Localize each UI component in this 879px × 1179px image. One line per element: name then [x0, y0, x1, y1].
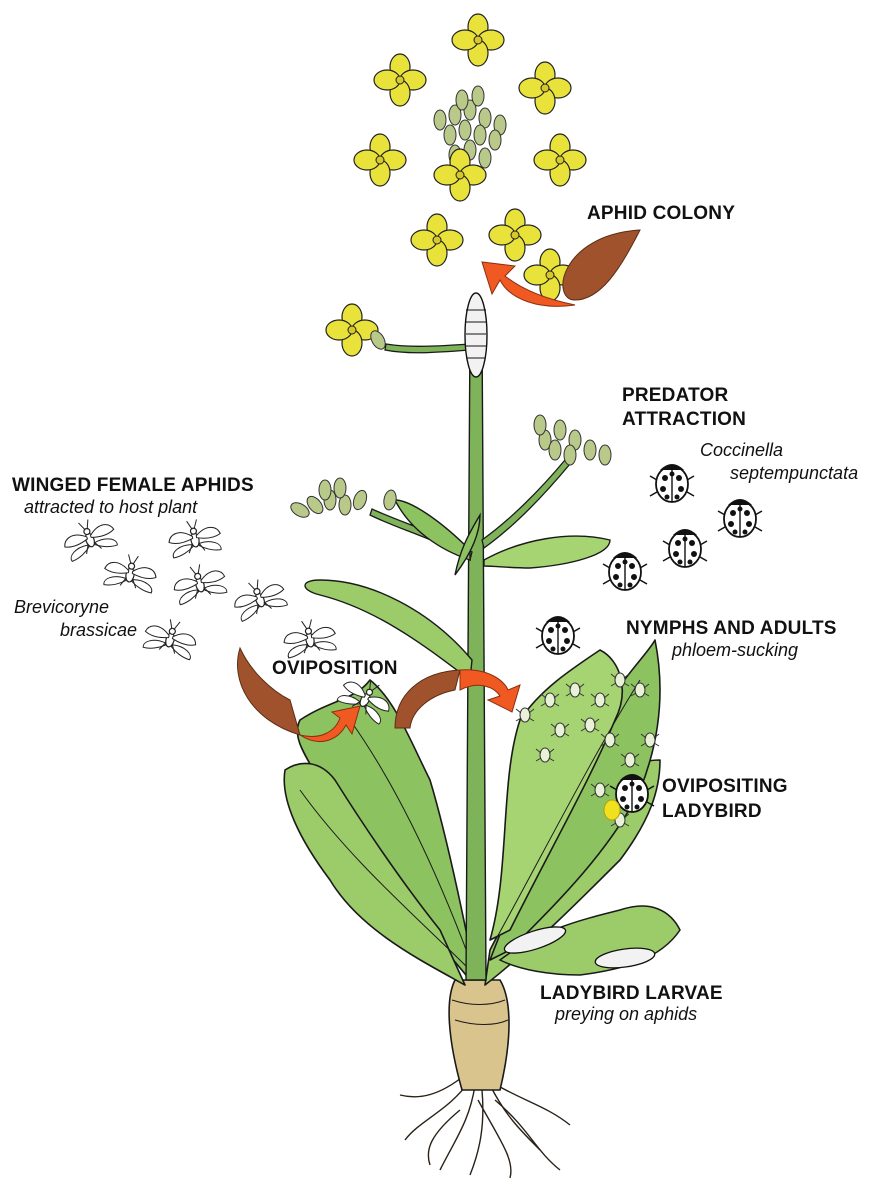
taproot: [449, 980, 509, 1090]
label-brevicoryne-2: brassicae: [60, 620, 137, 641]
label-predator-attraction-2: ATTRACTION: [622, 409, 746, 431]
label-coccinella-1: Coccinella: [700, 440, 783, 461]
colony-larva: [465, 293, 487, 377]
right-inflorescence: [534, 415, 611, 465]
label-predator-attraction-1: PREDATOR: [622, 385, 728, 407]
label-ovipositing-1: OVIPOSITING: [662, 776, 788, 798]
label-preying: preying on aphids: [555, 1004, 697, 1025]
main-stem: [466, 330, 486, 980]
winged-aphids: [59, 512, 398, 725]
label-oviposition: OVIPOSITION: [272, 658, 398, 680]
label-aphid-colony: APHID COLONY: [587, 203, 735, 225]
label-attracted: attracted to host plant: [24, 497, 197, 518]
side-flower: [326, 304, 388, 356]
label-phloem: phloem-sucking: [672, 640, 798, 661]
oviposition-arrow-right: [395, 670, 520, 728]
label-winged-female: WINGED FEMALE APHIDS: [12, 475, 254, 497]
main-flower-head: [354, 14, 586, 301]
label-ovipositing-2: LADYBIRD: [662, 801, 762, 823]
label-larvae: LADYBIRD LARVAE: [540, 983, 723, 1005]
label-nymphs-adults: NYMPHS AND ADULTS: [626, 618, 837, 640]
label-coccinella-2: septempunctata: [730, 463, 858, 484]
label-brevicoryne-1: Brevicoryne: [14, 597, 109, 618]
egg-cluster: [604, 800, 620, 820]
